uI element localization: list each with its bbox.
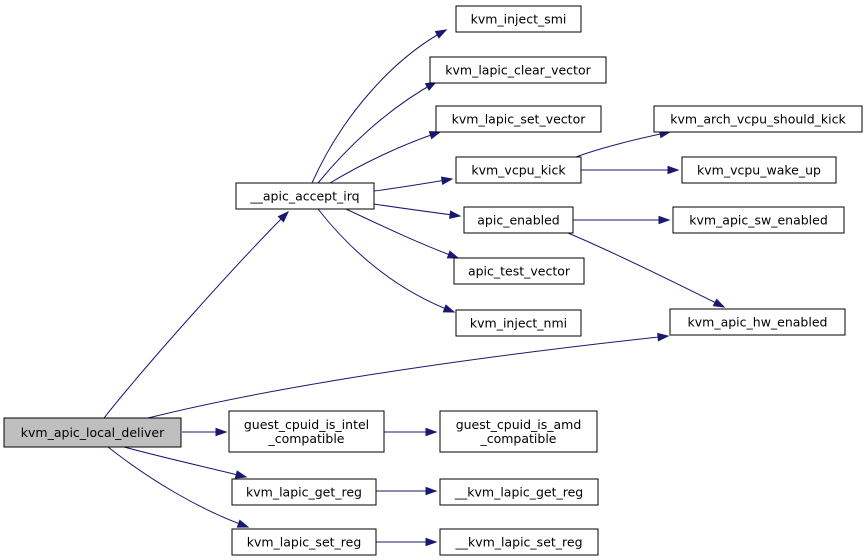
arrowhead-icon: [215, 427, 228, 437]
node-kvm-apic-local-deliver[interactable]: kvm_apic_local_deliver: [3, 417, 182, 448]
node-label: kvm_inject_smi: [471, 12, 567, 27]
node-label: kvm_apic_sw_enabled: [689, 213, 828, 228]
node-box: [235, 182, 375, 210]
node-box: [429, 56, 607, 84]
node-label: kvm_lapic_get_reg: [246, 485, 362, 500]
edge-kvm_lapic_get_reg-to-kvm_lapic_get_reg_internal: [376, 486, 438, 496]
node-label: kvm_lapic_clear_vector: [445, 63, 591, 78]
node-label: kvm_vcpu_wake_up: [697, 163, 821, 178]
node-apic-enabled[interactable]: apic_enabled: [463, 206, 574, 234]
arrowhead-icon: [277, 210, 290, 223]
edge-kvm_apic_local_deliver-to-guest_cpuid_is_intel_compatible: [182, 427, 228, 437]
edge-kvm_apic_local_deliver-to-kvm_lapic_get_reg: [123, 446, 248, 479]
arrowhead-icon: [440, 176, 454, 185]
edge-apic_accept_irq-to-kvm_inject_smi: [311, 29, 448, 184]
edge-guest_cpuid_is_intel_compatible-to-guest_cpuid_is_amd_compatible: [384, 427, 438, 437]
node-box: [439, 478, 599, 506]
node-label: apic_test_vector: [468, 264, 571, 279]
node-label: kvm_apic_local_deliver: [21, 425, 165, 440]
nodes-layer: kvm_apic_local_deliver__apic_accept_irqk…: [3, 5, 863, 556]
node-box: [455, 309, 582, 337]
node-kvm-lapic-set-reg[interactable]: kvm_lapic_set_reg: [231, 528, 377, 556]
edge-apic_accept_irq-to-kvm_lapic_set_vector: [329, 131, 442, 184]
node-kvm-inject-smi[interactable]: kvm_inject_smi: [455, 5, 582, 33]
node-box: [653, 105, 863, 133]
arrowhead-icon: [658, 215, 671, 225]
edge-apic_accept_irq-to-kvm_inject_nmi: [317, 208, 456, 313]
node-box: [453, 257, 585, 285]
node-kvm-lapic-get-reg[interactable]: kvm_lapic_get_reg: [231, 478, 377, 506]
edge-apic_enabled-to-kvm_apic_sw_enabled: [573, 215, 671, 225]
node-box: [455, 156, 582, 184]
node-guest-cpuid-is-amd-compatible[interactable]: guest_cpuid_is_amd_compatible: [439, 410, 598, 453]
arrowhead-icon: [236, 519, 250, 528]
node-label: guest_cpuid_is_amd: [456, 417, 582, 432]
node-label: apic_enabled: [477, 213, 560, 228]
arrowhead-icon: [434, 29, 448, 39]
node-kvm-lapic-get-reg-internal[interactable]: __kvm_lapic_get_reg: [439, 478, 599, 506]
node-box: [439, 410, 598, 453]
arrowhead-icon: [667, 165, 680, 175]
edge-apic_accept_irq-to-kvm_vcpu_kick: [373, 176, 454, 192]
node-box: [669, 308, 846, 336]
arrowhead-icon: [425, 537, 438, 547]
node-kvm-arch-vcpu-should-kick[interactable]: kvm_arch_vcpu_should_kick: [653, 105, 863, 133]
arrowhead-icon: [449, 210, 462, 219]
node-box: [228, 410, 385, 453]
node-box: [3, 417, 182, 448]
edge-kvm_apic_local_deliver-to-kvm_apic_hw_enabled: [147, 332, 670, 419]
node-label: __kvm_lapic_set_reg: [454, 535, 582, 550]
arrowhead-icon: [712, 298, 726, 308]
node-kvm-apic-hw-enabled[interactable]: kvm_apic_hw_enabled: [669, 308, 846, 336]
node-kvm-apic-sw-enabled[interactable]: kvm_apic_sw_enabled: [672, 206, 845, 234]
edge-apic_enabled-to-kvm_apic_hw_enabled: [567, 232, 726, 308]
node-box: [463, 206, 574, 234]
node-kvm-lapic-clear-vector[interactable]: kvm_lapic_clear_vector: [429, 56, 607, 84]
node-box: [435, 105, 602, 133]
node-kvm-inject-nmi[interactable]: kvm_inject_nmi: [455, 309, 582, 337]
node-label: kvm_lapic_set_reg: [247, 535, 362, 550]
arrowhead-icon: [446, 250, 460, 259]
node-box: [231, 478, 377, 506]
node-apic-test-vector[interactable]: apic_test_vector: [453, 257, 585, 285]
node-box: [672, 206, 845, 234]
node-kvm-vcpu-kick[interactable]: kvm_vcpu_kick: [455, 156, 582, 184]
arrowhead-icon: [425, 486, 438, 496]
node-box: [231, 528, 377, 556]
node-label: _compatible: [479, 431, 556, 446]
node-label: kvm_vcpu_kick: [471, 163, 566, 178]
arrowhead-icon: [657, 332, 670, 342]
edge-apic_accept_irq-to-kvm_lapic_clear_vector: [317, 81, 438, 184]
node-box: [455, 5, 582, 33]
edge-kvm_apic_local_deliver-to-kvm_lapic_set_reg: [107, 446, 250, 528]
edge-apic_accept_irq-to-apic_test_vector: [345, 208, 460, 259]
arrowhead-icon: [234, 470, 248, 479]
edge-apic_accept_irq-to-apic_enabled: [373, 203, 462, 219]
edges-layer: [103, 29, 726, 547]
node-label: kvm_apic_hw_enabled: [688, 315, 828, 330]
node-kvm-vcpu-wake-up[interactable]: kvm_vcpu_wake_up: [681, 156, 837, 184]
node-label: kvm_lapic_set_vector: [452, 112, 587, 127]
node-label: __kvm_lapic_get_reg: [454, 485, 584, 500]
edge-kvm_vcpu_kick-to-kvm_vcpu_wake_up: [581, 165, 680, 175]
edge-kvm_lapic_set_reg-to-kvm_lapic_set_reg_internal: [376, 537, 438, 547]
node-box: [681, 156, 837, 184]
node-label: _compatible: [267, 431, 344, 446]
arrowhead-icon: [425, 427, 438, 437]
node-guest-cpuid-is-intel-compatible[interactable]: guest_cpuid_is_intel_compatible: [228, 410, 385, 453]
node-label: kvm_inject_nmi: [470, 316, 567, 331]
node-kvm-lapic-set-vector[interactable]: kvm_lapic_set_vector: [435, 105, 602, 133]
arrowhead-icon: [428, 131, 442, 140]
arrowhead-icon: [442, 304, 456, 313]
node-label: __apic_accept_irq: [249, 189, 359, 204]
edge-kvm_apic_local_deliver-to-apic_accept_irq: [103, 210, 290, 419]
node-label: kvm_arch_vcpu_should_kick: [670, 112, 846, 127]
node-box: [439, 528, 599, 556]
node-kvm-lapic-set-reg-internal[interactable]: __kvm_lapic_set_reg: [439, 528, 599, 556]
edge-kvm_vcpu_kick-to-kvm_arch_vcpu_should_kick: [575, 129, 672, 158]
node-label: guest_cpuid_is_intel: [244, 417, 369, 432]
node-apic-accept-irq[interactable]: __apic_accept_irq: [235, 182, 375, 210]
